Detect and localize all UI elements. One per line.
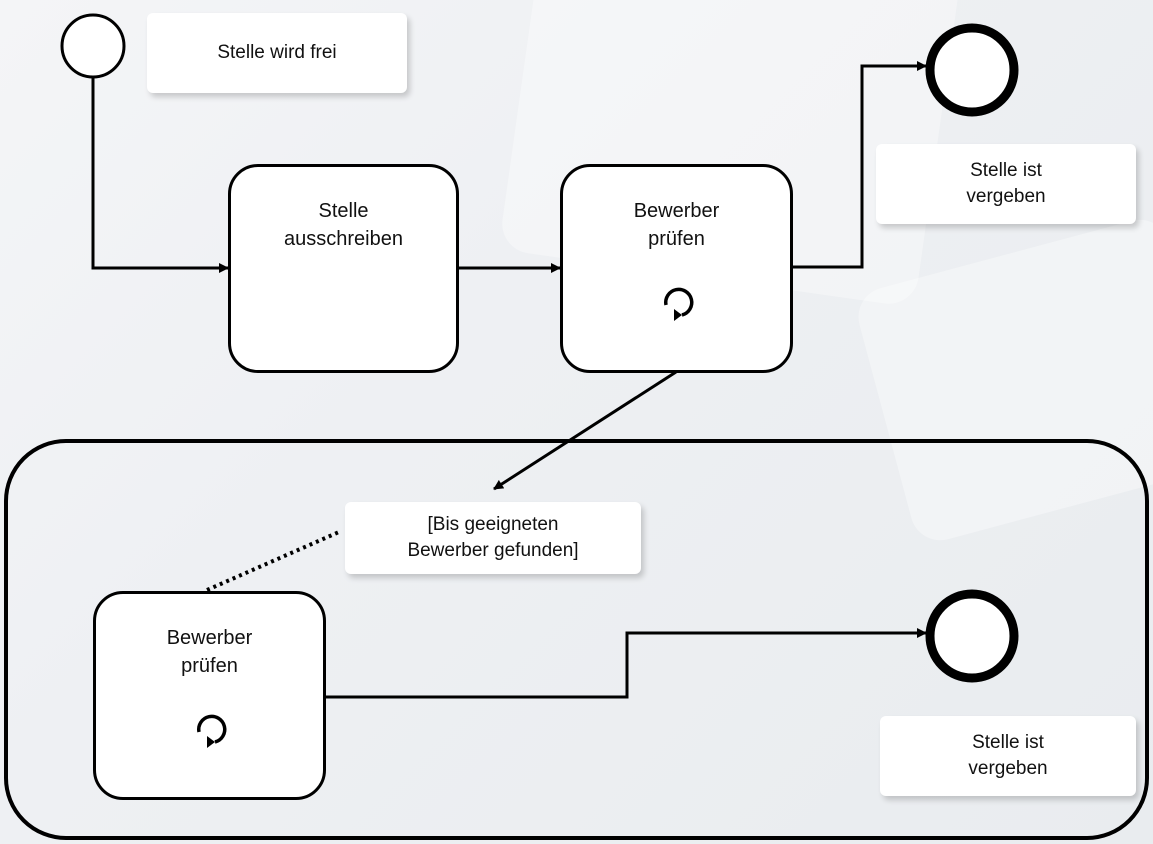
subprocess-end-event[interactable] xyxy=(925,589,1019,683)
subprocess-task-bewerber-pruefen[interactable]: Bewerber prüfen xyxy=(93,591,326,800)
loop-condition-text: [Bis geeigneten Bewerber gefunden] xyxy=(407,514,579,561)
task-stelle-ausschreiben[interactable]: Stelle ausschreiben xyxy=(228,164,459,373)
sequence-flow-pruefen-to-end xyxy=(792,61,927,269)
task-label: Bewerber prüfen xyxy=(166,627,253,677)
start-event[interactable] xyxy=(60,13,126,79)
expansion-arrow xyxy=(493,370,677,491)
end-event[interactable] xyxy=(925,23,1019,117)
task-label: Stelle ausschreiben xyxy=(284,200,403,250)
sequence-flow-start-to-ausschreiben xyxy=(91,77,229,273)
subprocess-end-event-label: Stelle ist vergeben xyxy=(880,716,1136,796)
start-event-label-text: Stelle wird frei xyxy=(217,42,337,63)
task-label: Bewerber prüfen xyxy=(633,200,720,250)
expanded-subprocess-frame xyxy=(4,439,1149,840)
subprocess-sequence-flow xyxy=(325,628,927,699)
loop-icon xyxy=(197,714,227,748)
subprocess-end-event-label-text: Stelle ist vergeben xyxy=(968,732,1048,779)
annotation-association xyxy=(206,530,340,592)
task-bewerber-pruefen[interactable]: Bewerber prüfen xyxy=(560,164,793,373)
loop-icon xyxy=(664,287,694,321)
end-event-label: Stelle ist vergeben xyxy=(876,144,1136,224)
start-event-label: Stelle wird frei xyxy=(147,13,407,93)
end-event-label-text: Stelle ist vergeben xyxy=(966,160,1046,207)
loop-condition-annotation: [Bis geeigneten Bewerber gefunden] xyxy=(345,502,641,574)
